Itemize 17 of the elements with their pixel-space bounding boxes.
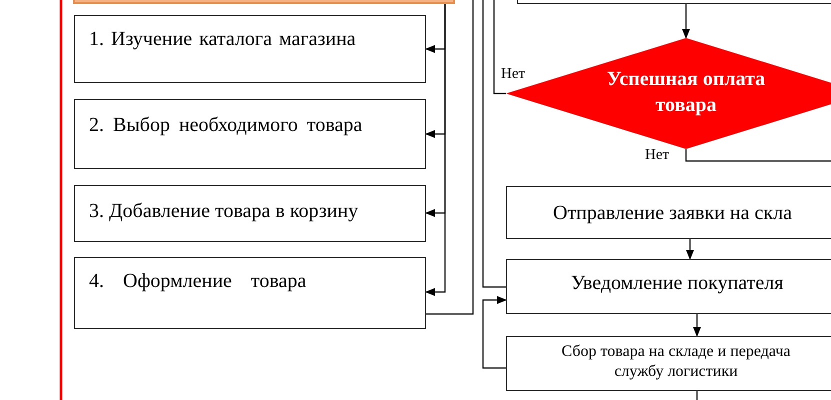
arrow [682, 4, 690, 39]
connector-line [685, 149, 831, 162]
arrow [425, 4, 446, 296]
arrow [693, 314, 701, 337]
arrow [482, 296, 507, 369]
arrow [686, 239, 694, 260]
process-box: 2. Выбор необходимого товара [74, 99, 426, 169]
process-box: Уведомление покупателя [506, 259, 831, 314]
connector-line [493, 0, 506, 94]
process-box: 3. Добавление товара в корзину [74, 185, 426, 242]
process-box: 4. Оформление товара [74, 257, 426, 329]
connector-line [426, 0, 474, 315]
process-box: Отправление заявки на скла [506, 186, 831, 239]
decision-label: Успешная оплата товара [606, 67, 766, 118]
process-box: 1. Изучение каталога магазина [74, 15, 426, 83]
connector-line [482, 0, 506, 288]
process-box: Сбор товара на складе и передача службу логистики [506, 336, 831, 391]
